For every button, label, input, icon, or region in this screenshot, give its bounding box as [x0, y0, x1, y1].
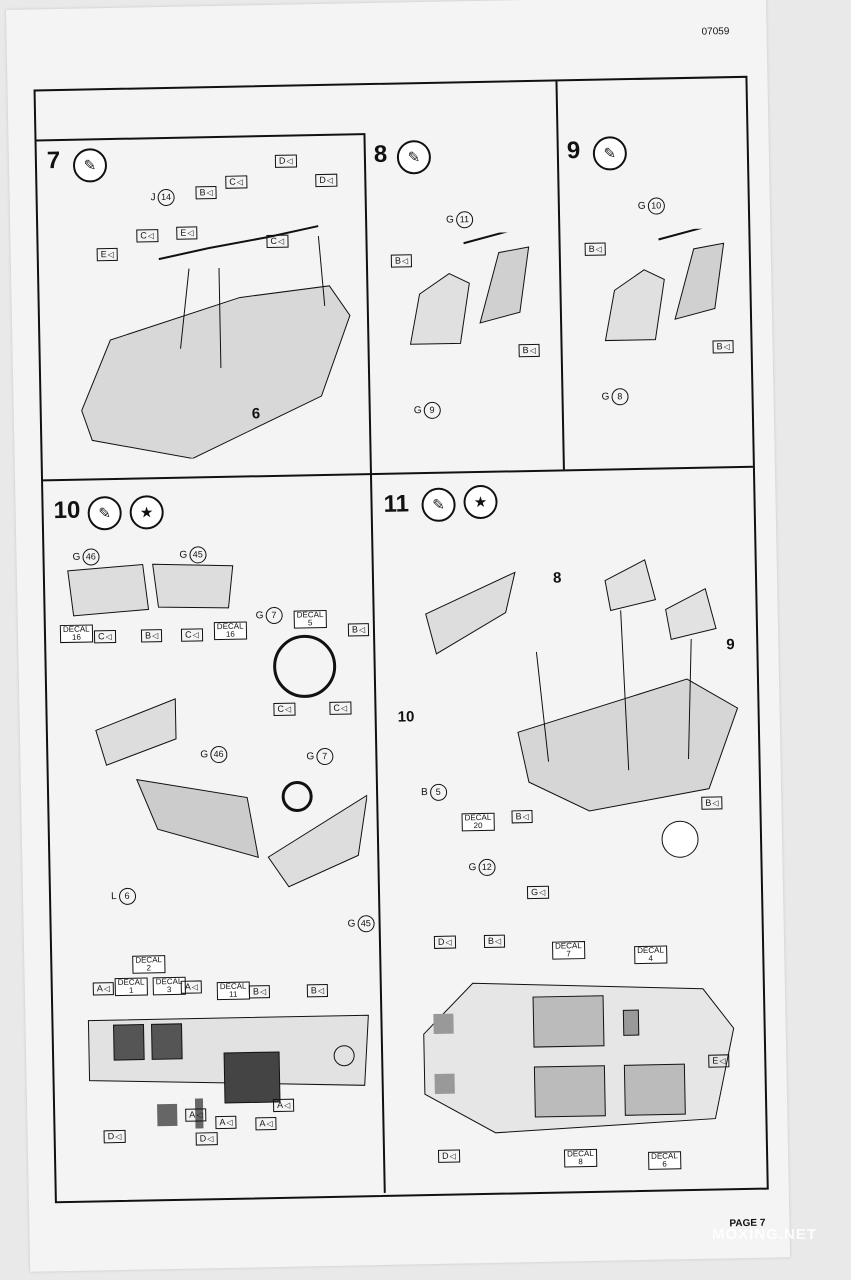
- row-divider: [43, 465, 753, 482]
- seat-drawing: [409, 231, 530, 345]
- tag-d: D: [195, 1132, 218, 1146]
- glue-icon: ✎: [87, 495, 123, 531]
- tag-b: B: [483, 934, 506, 948]
- dashboard-drawing: [67, 563, 368, 888]
- instruction-sheet: 07059 7 ✎ J 14 B C D D C C E E: [6, 0, 791, 1272]
- column-divider-top: [555, 81, 565, 470]
- step7-top-border: [36, 133, 364, 142]
- steps-frame: 7 ✎ J 14 B C D D C C E E 6 8: [33, 75, 769, 1204]
- tag-b: B: [306, 983, 329, 998]
- tag-c: C: [225, 175, 248, 189]
- glue-icon: ✎: [72, 148, 108, 183]
- glue-icon: ✎: [421, 487, 456, 523]
- seat-drawing: [604, 228, 725, 342]
- tag-g: G: [526, 885, 550, 900]
- tag-a: A: [180, 980, 203, 994]
- step-9-panel: 9 ✎ G10 B B G8: [36, 78, 746, 406]
- tag-b: B: [701, 796, 723, 810]
- tag-a: A: [215, 1115, 237, 1130]
- interior-assembly-drawing: [425, 559, 739, 858]
- step-number: 9: [566, 137, 581, 165]
- step-number: 10: [53, 496, 81, 525]
- chassis-drawing: [81, 225, 351, 460]
- tag-a: A: [272, 1098, 295, 1113]
- tag-d: D: [103, 1129, 126, 1144]
- tag-b: B: [511, 810, 533, 824]
- tag-d: D: [437, 1149, 460, 1163]
- step-7-panel: 7 ✎ J 14 B C D D C C E E 6: [36, 78, 746, 460]
- tag-b: B: [248, 985, 271, 999]
- tag-d: D: [274, 154, 297, 168]
- watermark: MOXING.NET: [712, 1226, 818, 1243]
- tag-a: A: [255, 1117, 277, 1131]
- tag-a: A: [92, 982, 115, 996]
- glue-icon: ✎: [396, 139, 432, 175]
- tag-d: D: [315, 173, 338, 188]
- step-8-panel: 8 ✎ G11 B B G9: [36, 78, 746, 420]
- step-number: 7: [46, 146, 61, 175]
- glue-icon: ✎: [592, 136, 628, 171]
- step-number: 8: [373, 140, 388, 168]
- tag-a: A: [185, 1108, 207, 1122]
- step-number: 11: [383, 490, 410, 518]
- paint-icon: ★: [463, 484, 498, 520]
- paint-icon: ★: [129, 495, 164, 530]
- dash-detail-drawing: [87, 1014, 369, 1129]
- chassis-part-number: 6: [251, 405, 261, 423]
- document-code: 07059: [701, 26, 730, 38]
- floor-plan-drawing: [423, 982, 735, 1134]
- tag-e: E: [708, 1054, 730, 1068]
- tag-d: D: [433, 935, 456, 949]
